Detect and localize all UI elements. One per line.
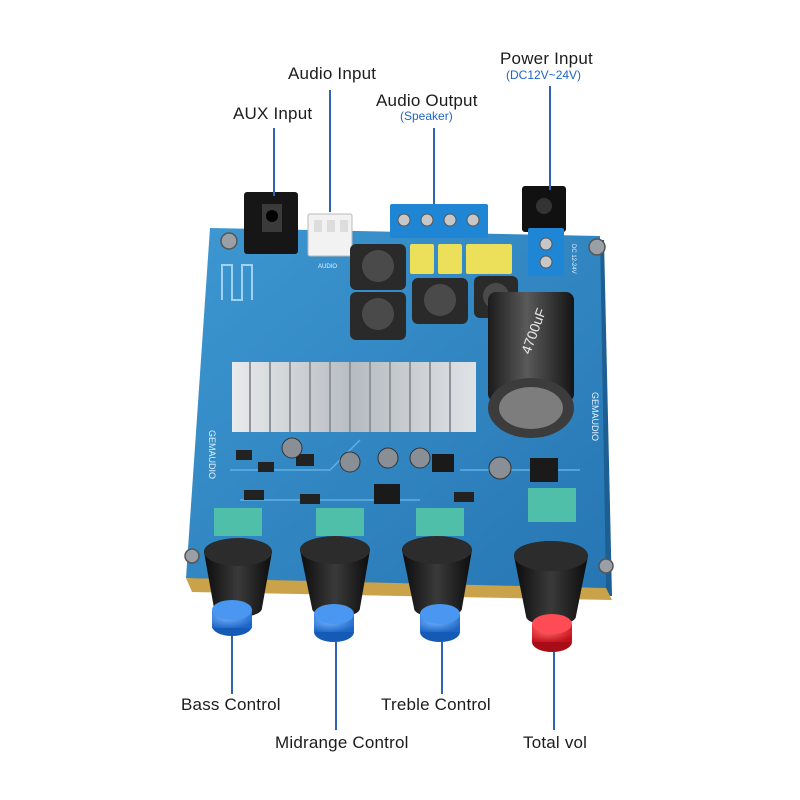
small-components [236,437,558,504]
audio-silk: AUDIO [318,264,337,270]
midrange-knob[interactable] [300,536,370,642]
audio-input-connector [307,213,353,257]
leader-total-vol [553,652,555,730]
note-audio-output: (Speaker) [400,109,453,123]
electrolytic-capacitor: 4700uF [488,292,574,438]
potentiometers [214,488,576,536]
leader-bass [231,636,233,694]
leader-treble [441,642,443,694]
leader-midrange [335,642,337,730]
label-audio-output: Audio Output [376,91,478,110]
leader-aux-input [273,128,275,196]
label-audio-input: Audio Input [288,64,377,83]
heatsink [232,362,476,432]
yellow-capacitors [410,244,512,274]
dc-silk: DC 12-24V [570,244,576,274]
note-power-input: (DC12V~24V) [506,68,582,82]
leader-audio-output [433,128,435,204]
label-total-vol: Total vol [523,733,588,752]
leader-audio-input [329,90,331,212]
label-power-input: Power Input [500,49,593,68]
label-aux-input: AUX Input [233,104,313,123]
label-midrange-control: Midrange Control [275,733,409,752]
bass-knob[interactable] [204,538,272,636]
power-jack [522,186,566,276]
total-volume-knob[interactable] [514,541,588,652]
leader-power-input [549,86,551,190]
aux-jack [244,192,298,254]
brand-silk-left: GEMAUDIO [207,430,217,479]
speaker-terminal [390,204,488,238]
brand-silk-right: GEMAUDIO [590,392,600,441]
treble-knob[interactable] [402,536,472,642]
label-treble-control: Treble Control [381,695,491,714]
label-bass-control: Bass Control [181,695,281,714]
board-edge-brass [186,578,612,600]
